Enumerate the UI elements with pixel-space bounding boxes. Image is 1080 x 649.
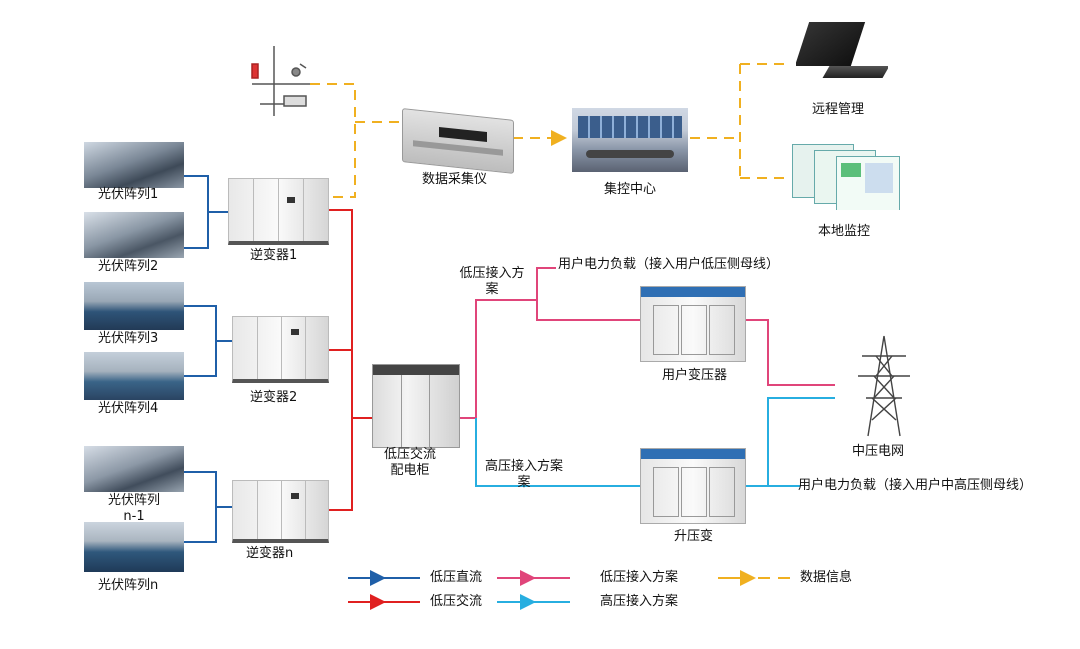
local-monitoring-label: 本地监控 [818,224,871,239]
inverter-n-label: 逆变器n [246,546,294,561]
ac-cabinet-label: 低压交流 配电柜 [372,447,448,479]
weather-station-icon [251,46,310,116]
pv-array-1-label: 光伏阵列1 [98,187,159,202]
legend-low-scheme-label: 低压接入方案 [600,570,679,585]
data-line [310,63,785,198]
pv-array-n-label: 光伏阵列n [98,578,159,593]
pv-array-n-1-label-line1: 光伏阵列 [107,493,160,508]
control-center-photo [572,108,688,172]
control-center-label: 集控中心 [604,182,657,197]
low-voltage-scheme-label-line1: 低压接入方 [459,266,525,281]
user-transformer-label: 用户变压器 [662,368,728,383]
pv-array-3-photo [84,282,184,330]
legend-data-label: 数据信息 [800,570,853,585]
pv-array-4-photo [84,352,184,400]
user-transformer-kiosk [640,286,746,362]
grid-label: 中压电网 [852,444,905,459]
low-voltage-scheme-label: 低压接入方 案 [452,266,532,298]
dc-line [184,175,232,543]
high-voltage-scheme-label-line2: 案 [517,475,531,490]
user-load-high-label: 用户电力负载（接入用户中高压侧母线） [798,478,1033,493]
pv-array-n-photo [84,522,184,572]
pv-array-4-label: 光伏阵列4 [98,401,159,416]
ac-line [327,209,372,511]
high-voltage-scheme-label: 高压接入方案 案 [484,459,564,491]
inverter-1-cabinet [228,178,329,245]
legend-lines [348,570,792,610]
local-monitor-screens [792,140,902,210]
transmission-tower-icon [858,335,910,437]
high-voltage-scheme-label-line1: 高压接入方案 [484,459,563,474]
data-collector-label: 数据采集仪 [422,172,488,187]
low-voltage-line [458,267,835,419]
laptop-icon [796,22,888,80]
ac-cabinet-label-line1: 低压交流 [383,447,436,462]
inverter-2-cabinet [232,316,329,383]
pv-array-n-1-label: 光伏阵列 n-1 [94,493,174,525]
pv-array-3-label: 光伏阵列3 [98,331,159,346]
high-voltage-line [475,397,835,487]
ac-cabinet-label-line2: 配电柜 [390,463,430,478]
ac-distribution-cabinet [372,364,460,448]
remote-management-label: 远程管理 [812,102,865,117]
inverter-n-cabinet [232,480,329,543]
legend-dc-label: 低压直流 [430,570,483,585]
step-up-label: 升压变 [674,529,714,544]
inverter-1-label: 逆变器1 [250,248,298,263]
pv-array-n-1-label-line2: n-1 [123,509,145,524]
low-voltage-scheme-label-line2: 案 [485,282,499,297]
inverter-2-label: 逆变器2 [250,390,298,405]
user-load-low-label: 用户电力负载（接入用户低压侧母线） [558,257,780,272]
legend-ac-label: 低压交流 [430,594,483,609]
step-up-transformer-kiosk [640,448,746,524]
pv-array-n-1-photo [84,446,184,492]
legend-high-scheme-label: 高压接入方案 [600,594,679,609]
pv-array-2-label: 光伏阵列2 [98,259,159,274]
pv-array-1-photo [84,142,184,188]
pv-array-2-photo [84,212,184,258]
